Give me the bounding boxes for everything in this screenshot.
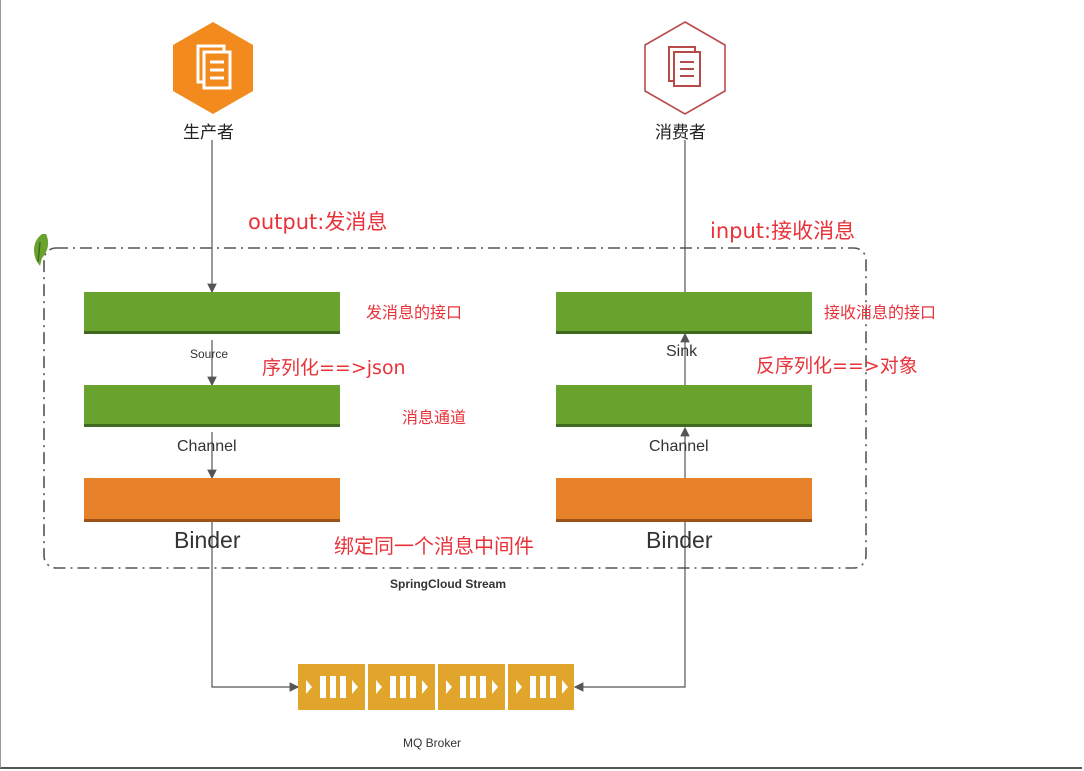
- document-hexagon-outline-icon: [644, 21, 726, 115]
- source-label: Source: [190, 347, 229, 361]
- queue-icon: [298, 664, 574, 710]
- stream-boundary: [43, 247, 867, 569]
- sink-label: Sink: [666, 343, 698, 360]
- sink-bar: [556, 292, 812, 334]
- spring-leaf-icon: [34, 234, 49, 266]
- right-binder-bar: [556, 478, 812, 522]
- left-binder-bar: [84, 478, 340, 522]
- deserialize-note: 反序列化==>对象: [756, 355, 918, 377]
- stream-label: SpringCloud Stream: [390, 577, 507, 591]
- right-binder-label: Binder: [646, 527, 713, 553]
- left-binder-label: Binder: [174, 527, 241, 553]
- right-channel-bar: [556, 385, 812, 427]
- document-hexagon-icon: [173, 22, 253, 114]
- input-note: input:接收消息: [710, 219, 856, 243]
- source-note: 发消息的接口: [366, 303, 463, 322]
- left-channel-label: Channel: [177, 438, 237, 455]
- consumer-label: 消费者: [655, 123, 706, 143]
- binder-to-broker-arrow: [211, 522, 300, 692]
- serialize-note: 序列化==>json: [262, 357, 406, 379]
- channel-note: 消息通道: [402, 408, 467, 427]
- broker-label: MQ Broker: [403, 736, 462, 750]
- right-channel-label: Channel: [649, 438, 709, 455]
- broker-to-binder-arrow: [573, 522, 686, 692]
- sink-note: 接收消息的接口: [824, 303, 937, 322]
- producer-label: 生产者: [183, 123, 234, 143]
- output-note: output:发消息: [248, 210, 388, 234]
- source-bar: [84, 292, 340, 334]
- binder-note: 绑定同一个消息中间件: [334, 534, 534, 558]
- left-channel-bar: [84, 385, 340, 427]
